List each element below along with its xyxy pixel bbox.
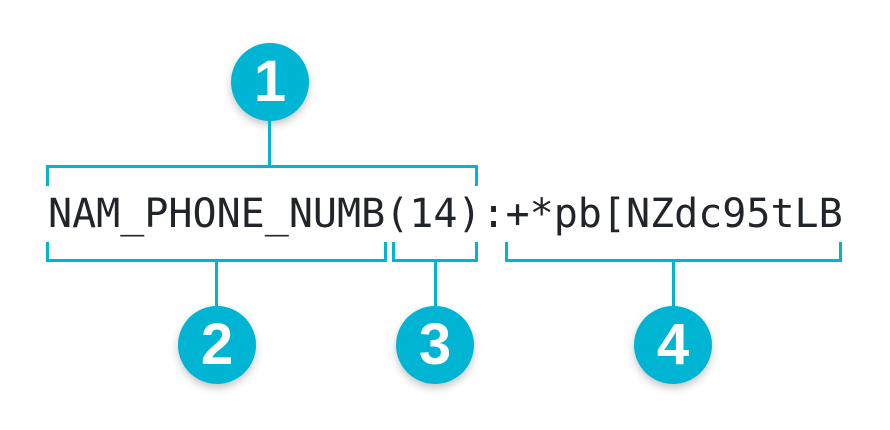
- bracket-segment-4: [505, 242, 842, 262]
- annotation-badge-1: 1: [231, 43, 309, 121]
- connector-stem-4: [672, 262, 675, 308]
- annotation-badge-2-label: 2: [200, 312, 234, 377]
- connector-stem-1: [268, 118, 271, 165]
- annotation-badge-4: 4: [634, 306, 712, 384]
- bracket-segment-1: [46, 165, 478, 186]
- annotation-badge-1-label: 1: [253, 49, 287, 114]
- token-text: NAM_PHONE_NUMB(14):+*pb[NZdc95tLB: [48, 191, 843, 237]
- annotation-badge-3: 3: [396, 306, 474, 384]
- bracket-segment-2: [46, 242, 387, 262]
- bracket-segment-3: [392, 242, 478, 262]
- annotation-badge-3-label: 3: [418, 312, 452, 377]
- annotation-badge-4-label: 4: [656, 312, 690, 377]
- connector-stem-2: [215, 262, 218, 308]
- annotation-badge-2: 2: [178, 306, 256, 384]
- connector-stem-3: [434, 262, 437, 308]
